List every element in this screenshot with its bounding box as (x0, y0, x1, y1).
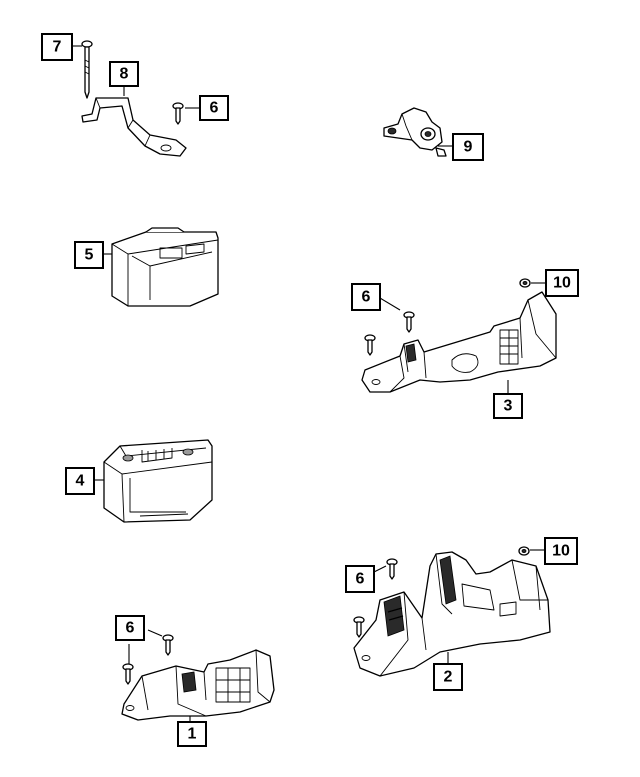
part-1-battery-tray (121, 649, 275, 722)
callout-label: 10 (553, 275, 571, 292)
callout-4: 4 (65, 467, 95, 495)
callout-label: 6 (362, 289, 371, 306)
callout-8: 8 (109, 61, 139, 87)
callout-5: 5 (74, 241, 104, 269)
part-3-battery-tray (361, 291, 557, 394)
callout-label: 8 (120, 66, 129, 83)
callout-label: 6 (126, 620, 135, 637)
part-6-screws-lower-right (353, 558, 398, 638)
callout-10-upper: 10 (545, 269, 579, 297)
callout-1: 1 (177, 721, 207, 747)
callout-label: 4 (76, 473, 85, 490)
callout-2: 2 (433, 663, 463, 691)
callout-6-lower-left: 6 (115, 615, 145, 641)
callout-7-top: 7 (41, 33, 73, 61)
callout-label: 6 (210, 100, 219, 117)
part-6-screws-mid (364, 297, 415, 356)
part-10-nut-upper (519, 278, 546, 288)
part-4-battery (94, 439, 213, 523)
callout-label: 9 (464, 139, 473, 156)
part-2-battery-tray (353, 551, 551, 677)
callout-label: 2 (444, 669, 453, 686)
part-5-battery (103, 227, 219, 307)
callout-label: 7 (53, 39, 62, 56)
callout-10-lower: 10 (544, 537, 578, 565)
callout-3: 3 (493, 393, 523, 419)
callout-9: 9 (452, 133, 484, 161)
part-7-bolt (72, 40, 93, 99)
callout-6-lower-right: 6 (345, 565, 375, 593)
part-6-screws-lower-left (122, 629, 174, 685)
part-8-hold-down-bracket (81, 86, 187, 157)
callout-label: 1 (188, 726, 197, 743)
callout-6-mid: 6 (351, 283, 381, 311)
callout-label: 10 (552, 543, 570, 560)
part-9-terminal-connector (383, 107, 453, 157)
callout-label: 5 (85, 247, 94, 264)
callout-6-top: 6 (199, 95, 229, 121)
callout-label: 6 (356, 571, 365, 588)
part-10-nut-lower (518, 546, 545, 556)
callout-label: 3 (504, 398, 513, 415)
part-6-screw-top (172, 102, 200, 125)
